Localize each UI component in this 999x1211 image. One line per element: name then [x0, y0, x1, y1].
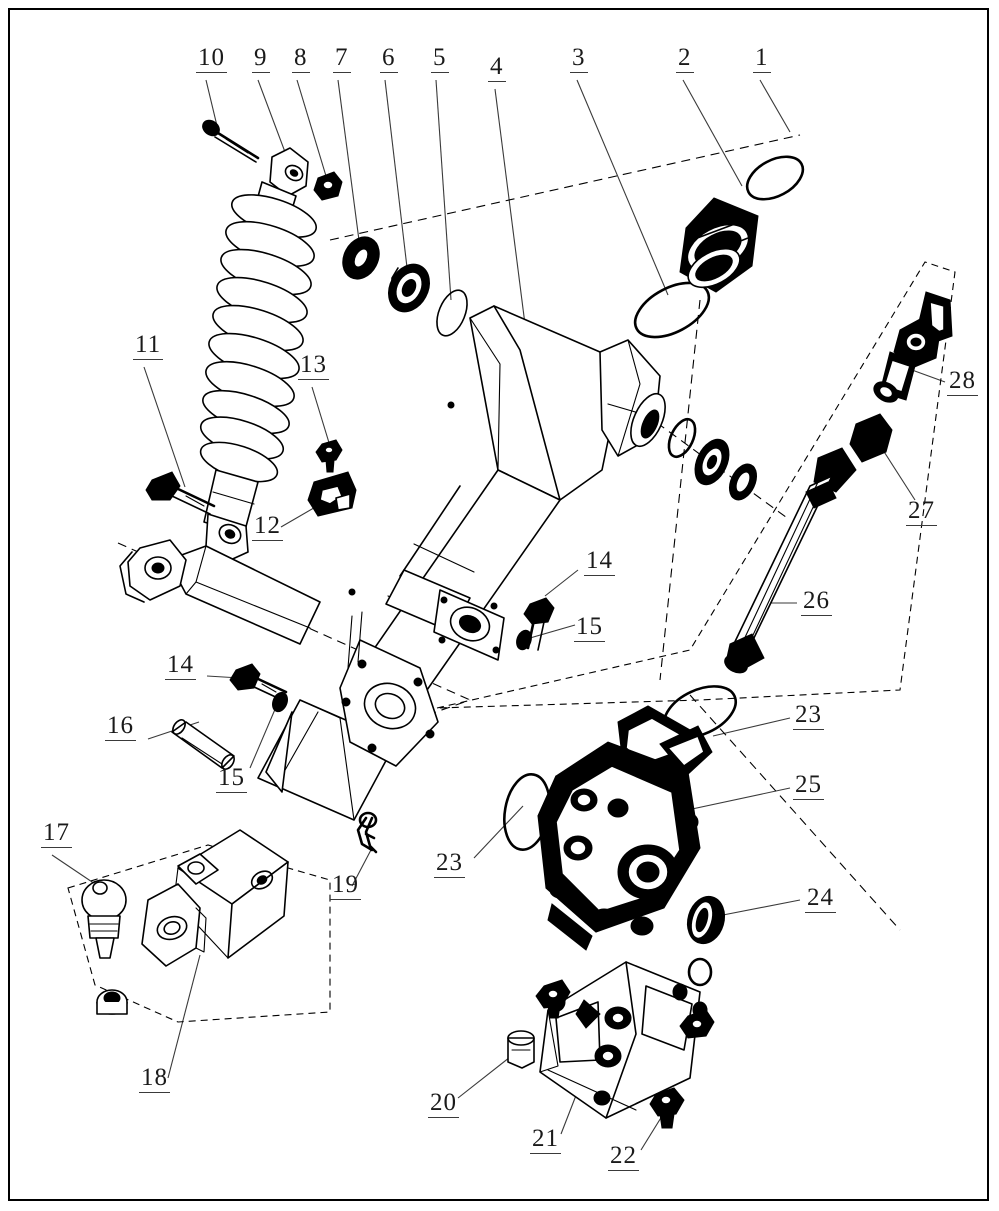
part-10-shock-upper-bolt: [202, 119, 260, 163]
callout-13: 13: [298, 351, 329, 380]
part-4-swingarm-body: [119, 305, 666, 821]
part-15-dowel-pin-mid: [516, 629, 532, 651]
callout-6: 6: [380, 44, 398, 73]
part-27-spring-clip: [849, 413, 893, 463]
callout-27: 27: [906, 497, 937, 526]
callout-10: 10: [196, 44, 227, 73]
callout-9: 9: [252, 44, 270, 73]
callout-7: 7: [333, 44, 351, 73]
callout-5: 5: [431, 44, 449, 73]
callout-17: 17: [41, 819, 72, 848]
part-3-o-ring-inner: [633, 281, 711, 339]
callout-2: 2: [676, 44, 694, 73]
bearing-stack-right: [667, 417, 758, 501]
part-24-gearcase-cap: [686, 895, 726, 987]
callout-11: 11: [133, 331, 164, 360]
callout-25: 25: [793, 771, 824, 800]
part-26-drive-shaft: [724, 447, 857, 674]
part-12-bracket-clamp: [307, 471, 357, 517]
part-18-link-bracket: [141, 829, 289, 967]
part-20-bushing-cap: [507, 1030, 535, 1069]
part-21-skid-plate-bracket: [539, 961, 708, 1119]
part-7-washer: [342, 236, 380, 280]
callout-4: 4: [488, 53, 506, 82]
part-9-shock-absorber: [199, 147, 317, 563]
callout-21: 21: [530, 1125, 561, 1154]
part-2-drive-boot-collar: [679, 197, 759, 293]
callout-12: 12: [252, 512, 283, 541]
callout-15-mid: 15: [574, 613, 605, 642]
callout-14-left: 14: [165, 651, 196, 680]
callout-22: 22: [608, 1142, 639, 1171]
callout-16: 16: [105, 712, 136, 741]
callout-24: 24: [805, 884, 836, 913]
callout-28: 28: [947, 367, 978, 396]
part-22-flange-bolts: [535, 979, 715, 1129]
part-25-differential-gearcase: [537, 705, 713, 951]
callout-26: 26: [801, 587, 832, 616]
group-boundaries: [67, 261, 956, 1023]
part-19-cotter-pin: [356, 811, 378, 854]
part-8-lock-nut: [313, 171, 343, 201]
callout-3: 3: [570, 44, 588, 73]
callout-20: 20: [428, 1089, 459, 1118]
callout-15-left: 15: [216, 764, 247, 793]
callout-1: 1: [753, 44, 771, 73]
callout-23-top: 23: [793, 701, 824, 730]
part-16-spacer-sleeve: [171, 719, 235, 770]
part-1-o-ring-outer: [745, 155, 805, 201]
part-5-o-ring-small: [436, 289, 468, 337]
part-17-ball-joint-stud: [81, 879, 128, 1015]
part-15-dowel-pin-left: [272, 691, 288, 713]
part-11-shock-lower-bolt: [145, 471, 216, 515]
callout-8: 8: [292, 44, 310, 73]
callout-23-left: 23: [434, 849, 465, 878]
callout-18: 18: [139, 1064, 170, 1093]
part-6-bearing: [388, 263, 430, 313]
coil-spring: [199, 194, 317, 483]
part-28-universal-joint: [873, 291, 953, 403]
callout-14-mid: 14: [584, 547, 615, 576]
part-14-bolt-left: [229, 663, 288, 701]
callout-19: 19: [330, 871, 361, 900]
leader-lines: [51, 79, 946, 1151]
part-13-nut-small: [315, 439, 343, 473]
